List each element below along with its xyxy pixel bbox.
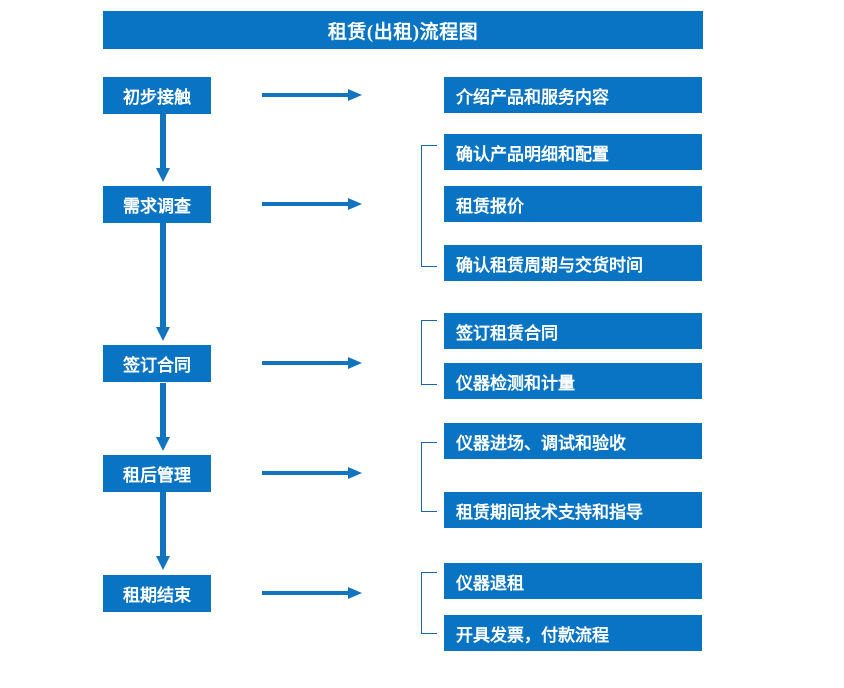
detail-box-3[interactable]: 租赁报价 bbox=[444, 186, 702, 222]
detail-box-4[interactable]: 确认租赁周期与交货时间 bbox=[444, 245, 702, 281]
detail-box-1[interactable]: 介绍产品和服务内容 bbox=[444, 77, 702, 113]
group-bracket-5 bbox=[421, 572, 437, 634]
vertical-arrow-icon-1 bbox=[156, 114, 170, 182]
vertical-arrow-icon-2 bbox=[156, 223, 170, 341]
detail-box-8[interactable]: 租赁期间技术支持和指导 bbox=[444, 492, 702, 528]
horizontal-arrow-icon-1 bbox=[262, 89, 362, 101]
detail-box-10[interactable]: 开具发票，付款流程 bbox=[444, 615, 702, 651]
detail-box-7[interactable]: 仪器进场、调试和验收 bbox=[444, 423, 702, 459]
vertical-arrow-icon-3 bbox=[156, 383, 170, 451]
detail-box-5[interactable]: 签订租赁合同 bbox=[444, 313, 702, 349]
detail-box-6[interactable]: 仪器检测和计量 bbox=[444, 363, 702, 399]
group-bracket-4 bbox=[421, 442, 437, 512]
vertical-arrow-icon-4 bbox=[156, 492, 170, 570]
stage-box-2[interactable]: 需求调查 bbox=[103, 186, 211, 223]
detail-box-2[interactable]: 确认产品明细和配置 bbox=[444, 134, 702, 170]
page-title: 租赁(出租)流程图 bbox=[103, 11, 703, 49]
horizontal-arrow-icon-3 bbox=[262, 357, 362, 369]
stage-box-1[interactable]: 初步接触 bbox=[103, 77, 211, 114]
stage-box-4[interactable]: 租后管理 bbox=[103, 455, 211, 492]
detail-box-9[interactable]: 仪器退租 bbox=[444, 563, 702, 599]
group-bracket-3 bbox=[421, 320, 437, 385]
horizontal-arrow-icon-2 bbox=[262, 198, 362, 210]
group-bracket-2 bbox=[421, 145, 437, 267]
stage-box-5[interactable]: 租期结束 bbox=[103, 575, 211, 612]
stage-box-3[interactable]: 签订合同 bbox=[103, 345, 211, 382]
horizontal-arrow-icon-4 bbox=[262, 467, 362, 479]
horizontal-arrow-icon-5 bbox=[262, 587, 362, 599]
